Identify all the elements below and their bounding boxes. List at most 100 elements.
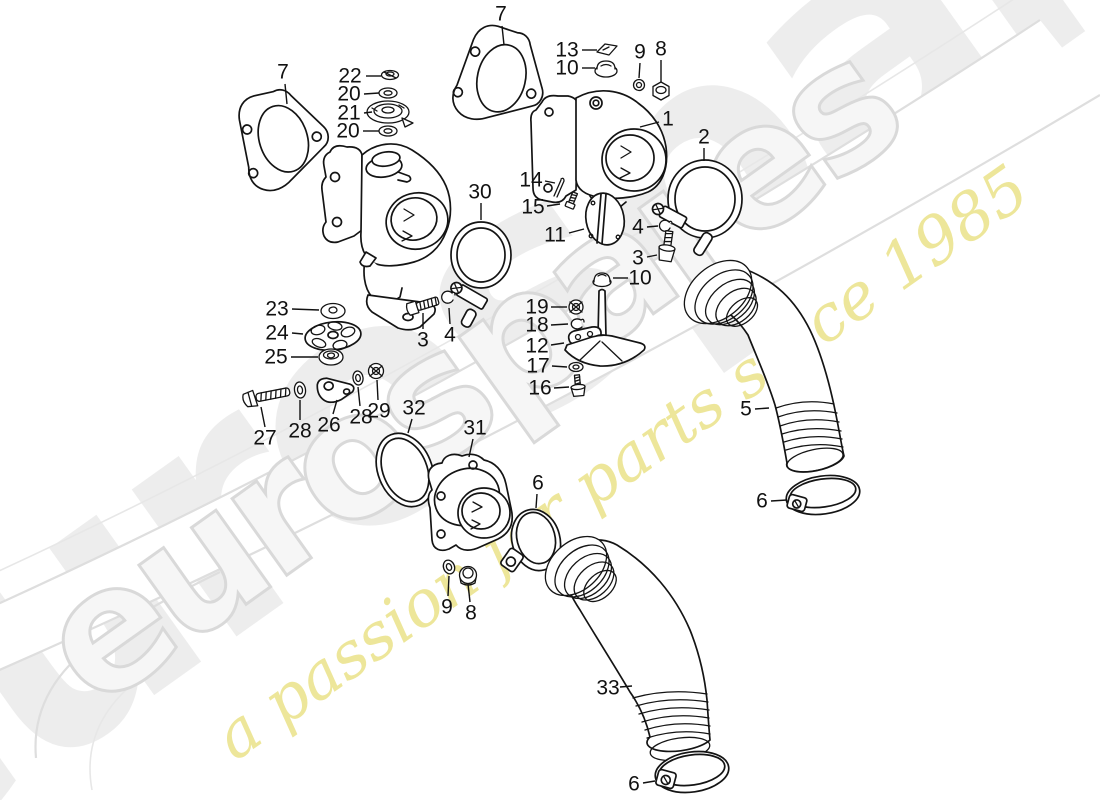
callout-5: 5 [740, 398, 752, 421]
ribbon-tail-arc-2 [89, 677, 141, 791]
callout-9: 9 [634, 41, 646, 64]
leader-line-14 [544, 180, 556, 184]
part-o-ring-32 [375, 432, 435, 508]
part-hose-clamp-6-bottom [654, 750, 730, 794]
part-washer-9-bottom [442, 559, 456, 575]
callout-14: 14 [519, 169, 543, 192]
leader-line-9 [638, 62, 641, 79]
part-washer-28-left [293, 381, 307, 399]
callout-32: 32 [402, 397, 425, 420]
ribbon-line-upper [0, 0, 1014, 572]
part-nut-19 [568, 299, 584, 315]
part-gasket-7-left [236, 85, 333, 194]
part-hose-clamp-6-right [785, 474, 861, 516]
callout-33: 33 [596, 677, 619, 700]
part-washer-17 [568, 361, 584, 373]
leader-line-12 [550, 342, 565, 346]
leader-line-7 [501, 25, 505, 46]
callout-12: 12 [525, 335, 548, 358]
part-bolt-3-right [658, 230, 676, 263]
part-disc-23 [320, 302, 346, 320]
callout-7: 7 [495, 3, 507, 26]
leader-line-20 [363, 92, 380, 95]
callout-13: 13 [555, 39, 578, 62]
part-clamp-2 [651, 159, 743, 257]
callout-6: 6 [628, 773, 640, 796]
part-nut-8-bottom [458, 565, 478, 586]
leader-line-4 [448, 307, 451, 325]
callout-20: 20 [337, 83, 360, 106]
callout-6: 6 [756, 490, 768, 513]
part-hose-clamp-6-middle [500, 508, 562, 573]
leader-line-6 [770, 499, 788, 502]
leader-line-31 [468, 438, 474, 458]
leader-line-6 [642, 780, 656, 784]
callout-30: 30 [468, 181, 491, 204]
leader-line-8 [467, 583, 471, 603]
part-washer-20-upper [378, 87, 398, 99]
leader-line-3 [646, 254, 658, 258]
leader-line-6 [535, 493, 538, 509]
callout-4: 4 [444, 324, 456, 347]
callout-8: 8 [465, 602, 477, 625]
callout-11: 11 [544, 224, 566, 247]
leader-line-16 [553, 386, 570, 389]
leader-line-26 [332, 399, 338, 415]
leader-line-24 [291, 332, 304, 335]
part-valve-cap-21 [366, 100, 414, 128]
callout-19: 19 [525, 296, 548, 319]
leader-line-5 [754, 407, 770, 410]
leader-line-21 [363, 111, 373, 114]
callout-27: 27 [253, 427, 276, 450]
callout-21: 21 [337, 102, 360, 125]
part-screw-16 [570, 374, 586, 398]
callout-28: 28 [349, 406, 372, 429]
part-clip-nut-22 [380, 69, 400, 81]
callout-8: 8 [655, 38, 667, 61]
callout-17: 17 [526, 355, 549, 378]
part-hose-33 [544, 535, 711, 762]
part-washer-20-lower [378, 125, 398, 137]
callout-2: 2 [698, 126, 710, 149]
part-nut-8-top [652, 81, 670, 101]
callout-7: 7 [277, 61, 289, 84]
callout-25: 25 [264, 346, 287, 369]
callout-1: 1 [662, 108, 674, 131]
leader-line-33 [619, 685, 633, 688]
part-lock-nut-29 [367, 362, 385, 380]
part-pin-14 [553, 177, 565, 198]
callout-4: 4 [632, 216, 644, 239]
callout-6: 6 [532, 472, 544, 495]
ribbon-edge-bottom [0, 94, 1100, 671]
part-screw-15 [564, 191, 579, 210]
callout-15: 15 [521, 196, 544, 219]
part-clip-13 [596, 43, 618, 56]
leader-line-23 [291, 308, 320, 311]
callout-26: 26 [317, 414, 340, 437]
callout-3: 3 [417, 329, 429, 352]
leader-line-28 [357, 386, 361, 407]
leader-line-29 [376, 379, 379, 401]
leader-line-1 [639, 121, 660, 128]
watermark-ribbon [0, 20, 1100, 670]
leader-line-9 [447, 575, 450, 597]
leader-line-17 [551, 365, 568, 368]
callout-3: 3 [632, 247, 644, 270]
part-bolt-3-middle [405, 296, 440, 316]
part-rosette-24 [304, 320, 362, 352]
part-grommet-25 [318, 348, 344, 366]
part-lock-washer-4-middle [441, 290, 456, 304]
callout-24: 24 [265, 322, 289, 345]
callout-18: 18 [525, 314, 548, 337]
callout-10: 10 [555, 57, 578, 80]
callout-16: 16 [528, 377, 551, 400]
part-washer-28-right [352, 370, 364, 386]
callout-31: 31 [463, 417, 486, 440]
callout-10: 10 [628, 267, 651, 290]
callout-23: 23 [265, 298, 288, 321]
ribbon-tail-arc [34, 571, 221, 759]
leader-line-7 [284, 83, 288, 105]
callout-20: 20 [336, 120, 359, 143]
callout-28: 28 [288, 420, 311, 443]
